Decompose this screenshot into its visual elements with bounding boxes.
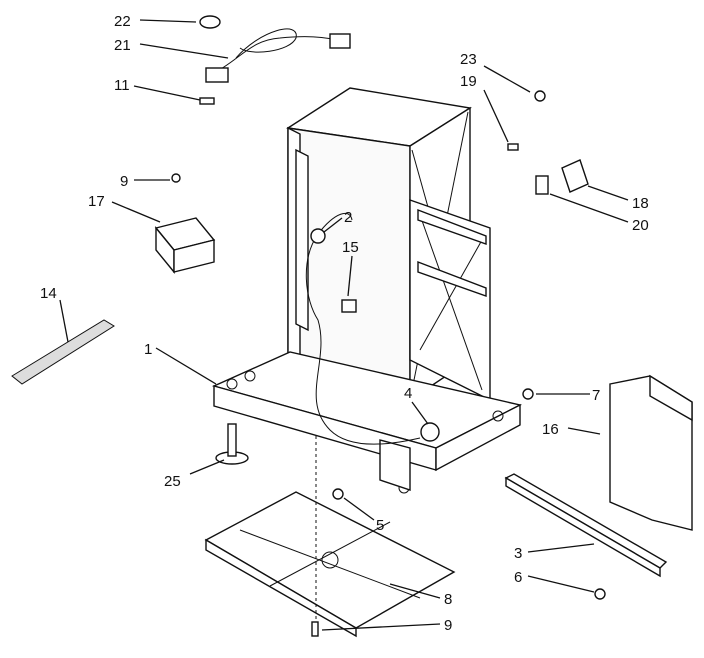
callout-4: 4 <box>404 385 412 402</box>
callout-16: 16 <box>542 421 559 438</box>
cabinet-frame <box>211 87 523 494</box>
callout-20: 20 <box>632 217 649 234</box>
callout-21: 21 <box>114 37 131 54</box>
callout-25: 25 <box>164 473 181 490</box>
callout-8: 8 <box>444 591 452 608</box>
part-22-clamp <box>199 15 221 29</box>
callout-23: 23 <box>460 51 477 68</box>
part-14-strip <box>11 319 115 385</box>
part-17-cover <box>154 217 216 274</box>
callout-5: 5 <box>376 517 384 534</box>
small-hardware <box>171 90 606 637</box>
part-25-foot <box>215 423 249 465</box>
callout-9-top: 9 <box>120 173 128 190</box>
callout-22: 22 <box>114 13 131 30</box>
callout-6: 6 <box>514 569 522 586</box>
part-16-panel <box>609 374 693 531</box>
callout-11: 11 <box>114 77 130 94</box>
part-21-cord <box>205 28 351 83</box>
callout-15: 15 <box>342 239 359 256</box>
callout-3: 3 <box>514 545 522 562</box>
callout-2: 2 <box>344 209 352 226</box>
part-3-rail <box>504 473 668 578</box>
part-8-tray <box>204 491 456 638</box>
callout-17: 17 <box>88 193 105 210</box>
callout-1: 1 <box>144 341 152 358</box>
leader-lines <box>59 19 629 631</box>
callout-18: 18 <box>632 195 649 212</box>
part-18-switch <box>535 159 589 195</box>
callout-19: 19 <box>460 73 477 90</box>
callout-7: 7 <box>592 387 600 404</box>
callout-9-bottom: 9 <box>444 617 452 634</box>
callout-labels: 22 21 11 9 17 14 1 2 15 4 25 5 23 19 18 … <box>40 13 649 634</box>
callout-14: 14 <box>40 285 57 302</box>
